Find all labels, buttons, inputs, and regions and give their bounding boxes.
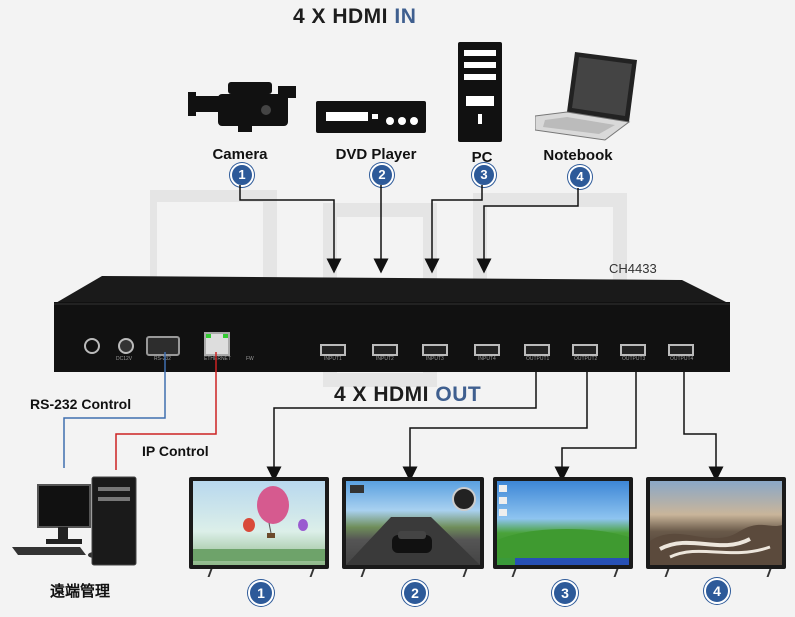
- title-in-suffix: IN: [394, 5, 417, 28]
- input-badge-3: 3: [472, 163, 496, 187]
- camera-icon: [188, 78, 300, 139]
- hdmi-in-label-4: INPUT4: [478, 356, 496, 362]
- dc-label: DC12V: [116, 356, 133, 362]
- input-label-pc: PC: [471, 149, 493, 166]
- title-out-prefix: 4 X HDMI: [334, 383, 430, 406]
- output-tv-1: [189, 477, 329, 577]
- hdmi-out-label-2: OUTPUT2: [574, 356, 598, 362]
- notebook-icon: [534, 52, 640, 147]
- input-badge-1: 1: [230, 163, 254, 187]
- output-tv-2: [342, 477, 484, 577]
- input-badge-4: 4: [568, 165, 592, 189]
- output-badge-2: 2: [402, 580, 428, 606]
- input-label-camera: Camera: [212, 146, 268, 163]
- hdmi-in-port-2: [372, 344, 398, 356]
- hdmi-out-port-3: [620, 344, 646, 356]
- rs232-port: [146, 336, 180, 356]
- rs232-label: RS-232: [154, 356, 171, 362]
- hdmi-out-label-4: OUTPUT4: [670, 356, 694, 362]
- hdmi-out-port-1: [524, 344, 550, 356]
- output-tv-3: [493, 477, 633, 577]
- hdmi-in-port-4: [474, 344, 500, 356]
- matrix-device: DC12V RS-232 ETHERNET FW INPUT1 INPUT2 I…: [54, 276, 730, 372]
- tv-2-screen: [346, 481, 480, 565]
- tv-4-stand: [664, 569, 772, 577]
- hdmi-out-label-1: OUTPUT1: [526, 356, 550, 362]
- ip-control-label: IP Control: [142, 443, 209, 459]
- title-hdmi-out: 4 X HDMI OUT: [334, 383, 481, 407]
- hdmi-in-port-3: [422, 344, 448, 356]
- output-badge-3: 3: [552, 580, 578, 606]
- tv-1-stand: [207, 569, 315, 577]
- hdmi-in-label-1: INPUT1: [324, 356, 342, 362]
- model-label: CH4433: [609, 261, 657, 276]
- dvd-player-icon: [316, 101, 426, 140]
- output-badge-4: 4: [704, 578, 730, 604]
- tv-2-stand: [360, 569, 468, 577]
- hdmi-in-label-3: INPUT3: [426, 356, 444, 362]
- hdmi-out-port-2: [572, 344, 598, 356]
- title-out-suffix: OUT: [435, 383, 482, 406]
- tv-3-stand: [511, 569, 619, 577]
- hdmi-out-port-4: [668, 344, 694, 356]
- fw-label: FW: [246, 356, 254, 362]
- title-in-prefix: 4 X HDMI: [293, 5, 389, 28]
- dc-jack: [118, 338, 134, 354]
- hdmi-in-port-1: [320, 344, 346, 356]
- ground-port: [84, 338, 100, 354]
- hdmi-out-label-3: OUTPUT3: [622, 356, 646, 362]
- tv-3-screen: [497, 481, 629, 565]
- ethernet-port: [204, 332, 230, 356]
- title-hdmi-in: 4 X HDMI IN: [293, 5, 416, 29]
- output-tv-4: [646, 477, 786, 577]
- tv-4-screen: [650, 481, 782, 565]
- remote-management-label: 遠端管理: [50, 582, 111, 600]
- hdmi-in-label-2: INPUT2: [376, 356, 394, 362]
- input-label-dvd-player: DVD Player: [335, 146, 417, 163]
- remote-computer-icon: [10, 475, 145, 575]
- tv-1-screen: [193, 481, 325, 565]
- input-label-notebook: Notebook: [543, 147, 613, 164]
- input-badge-2: 2: [370, 163, 394, 187]
- pc-tower-icon: [458, 42, 504, 149]
- ethernet-label: ETHERNET: [204, 356, 231, 362]
- output-badge-1: 1: [248, 580, 274, 606]
- rs232-control-label: RS-232 Control: [30, 396, 132, 412]
